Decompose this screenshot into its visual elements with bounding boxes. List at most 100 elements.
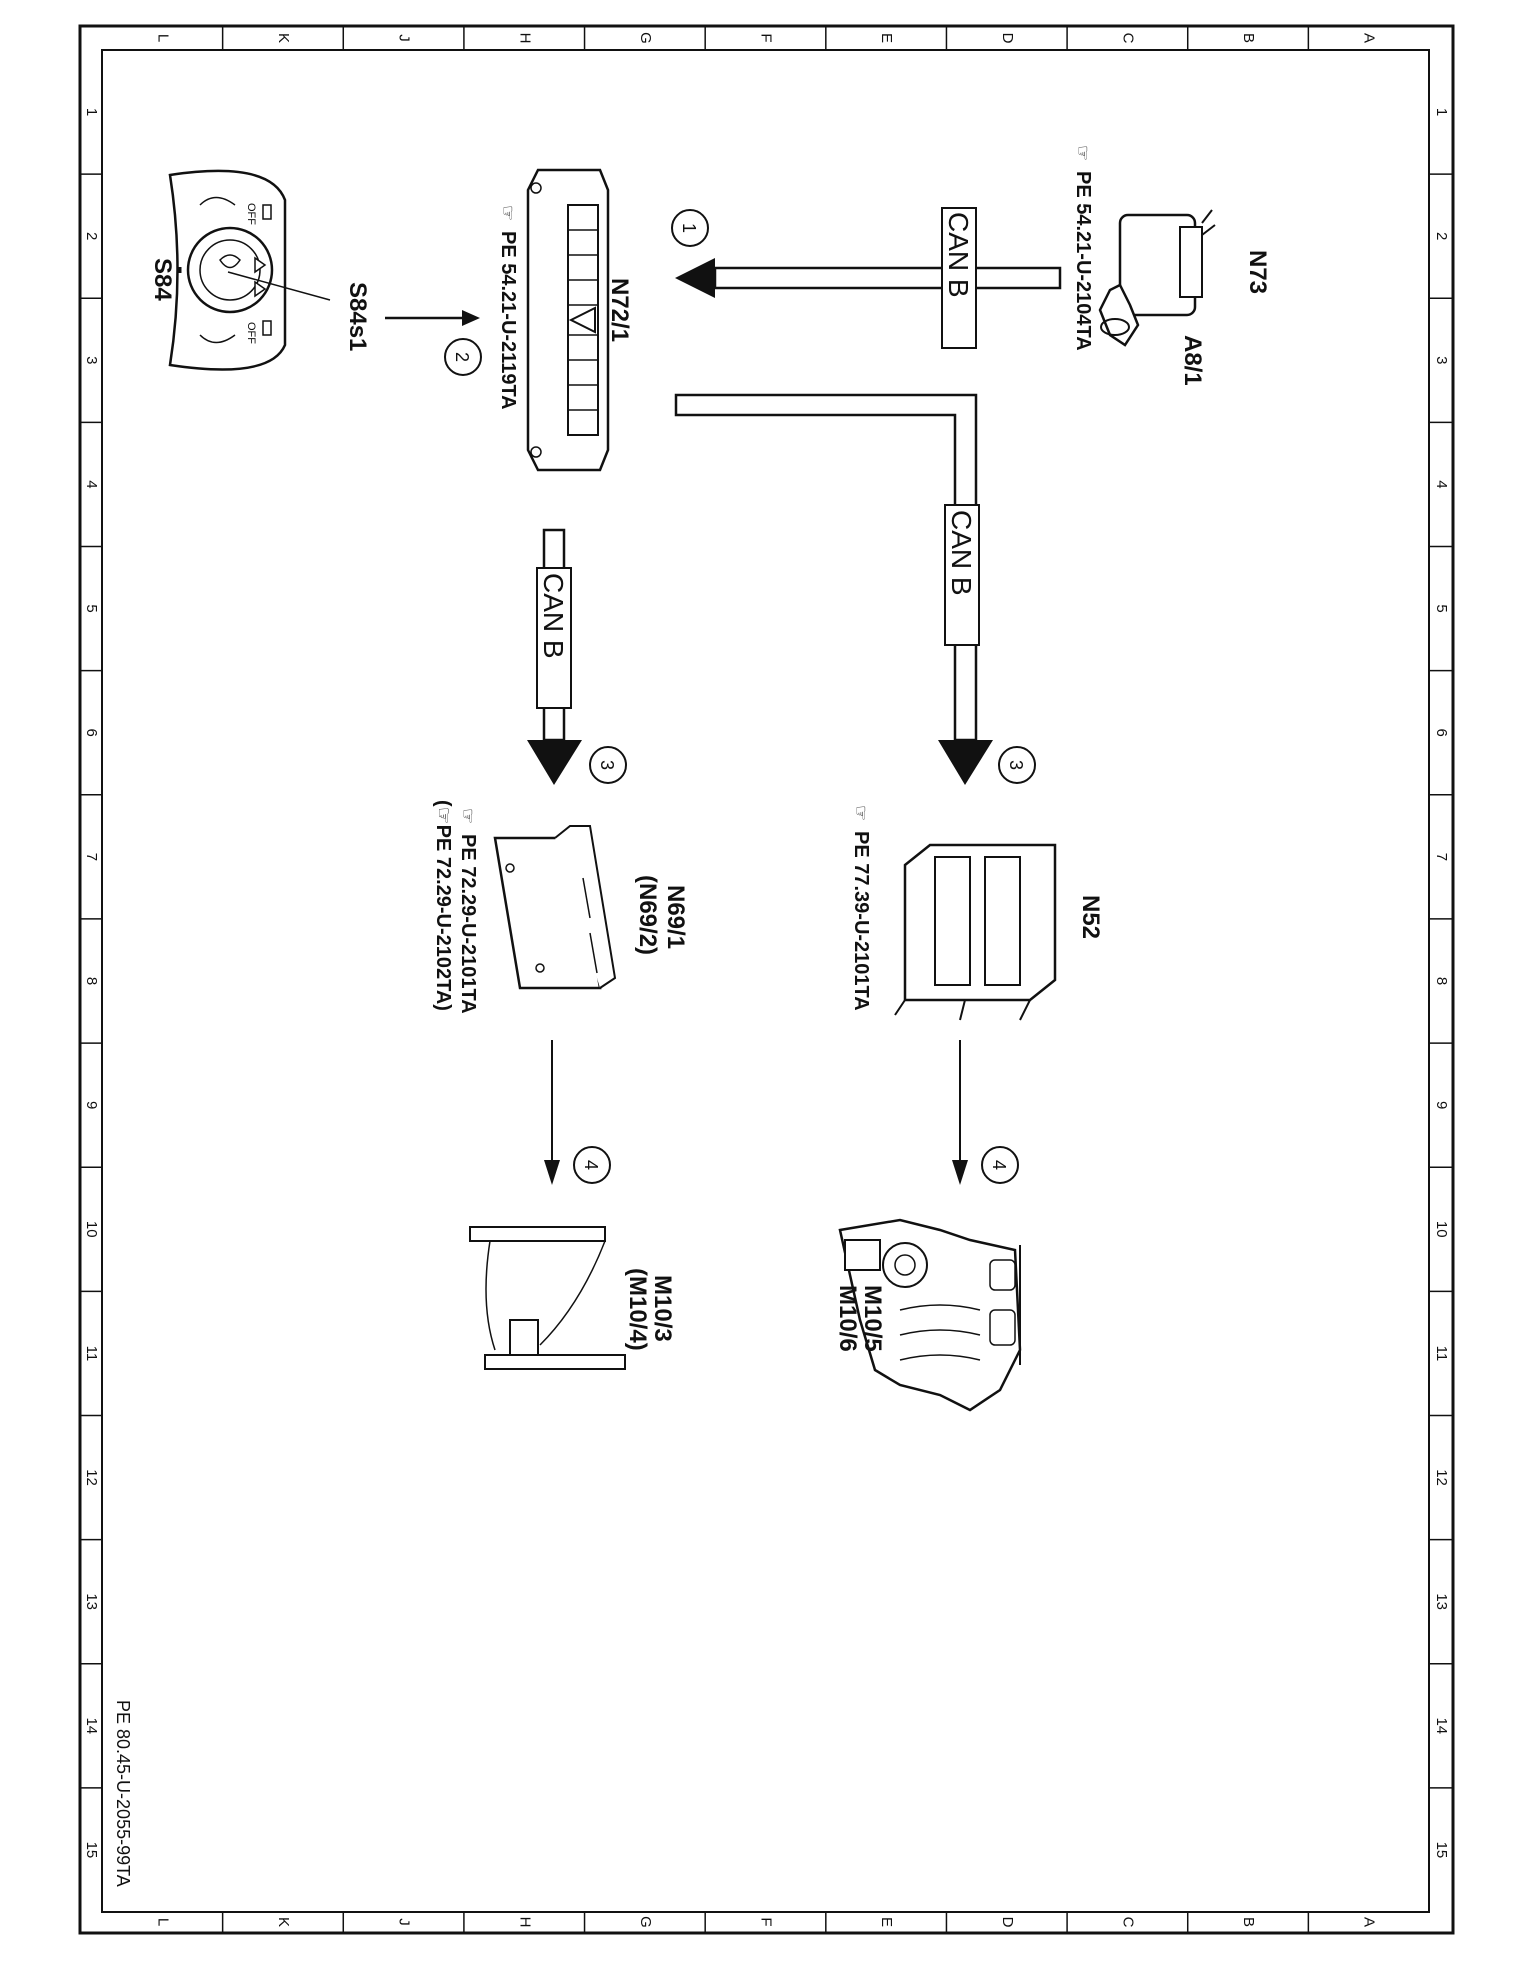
- row-number: 15: [83, 1842, 100, 1859]
- switch-dial-inner: [199, 239, 261, 301]
- blind-cable: [539, 1240, 606, 1346]
- pointing-hand-icon: ☞: [851, 805, 871, 821]
- step-badge-1: [671, 209, 709, 247]
- n52-housing: [903, 843, 1057, 1002]
- row-number: 7: [83, 853, 100, 861]
- triangle-down-icon: [254, 280, 267, 298]
- ignition-switch-back: [1179, 226, 1203, 298]
- row-number: 8: [83, 977, 100, 985]
- blind-rail-top: [469, 1226, 606, 1242]
- can-bus-trunk-1: [713, 266, 1062, 290]
- mount-hole-bottom: [530, 446, 542, 458]
- row-number: 6: [83, 729, 100, 737]
- can-b-label-box-1: [941, 207, 977, 349]
- m10-4-label: (M10/4): [624, 1268, 651, 1351]
- column-letter: E: [878, 1917, 895, 1927]
- row-number: 14: [1433, 1717, 1450, 1734]
- column-letter: H: [516, 33, 533, 44]
- column-letter: B: [1240, 33, 1257, 43]
- m10-3-roller-blind-motor: [469, 1226, 626, 1370]
- s84-label: S84: [149, 258, 176, 301]
- triangle-up-icon: [254, 256, 267, 274]
- can-b-label-box-2: [944, 504, 980, 646]
- can-b-label-box-3: [536, 567, 572, 709]
- step-number-4b: 4: [581, 1160, 601, 1170]
- n73-ignition-unit: [1098, 209, 1216, 347]
- pointing-hand-icon: ☞: [498, 205, 518, 221]
- n69-1-reference-2: (☞PE 72.29-U-2102TA): [432, 800, 454, 1011]
- indicator-top: [262, 204, 272, 220]
- column-letter: C: [1119, 1917, 1136, 1928]
- arrow-head-3b: [527, 740, 582, 785]
- row-number: 9: [83, 1101, 100, 1109]
- step-number-3b: 3: [597, 760, 617, 770]
- m10-3-label: M10/3: [649, 1275, 676, 1342]
- row-number: 5: [1433, 604, 1450, 612]
- column-letter: D: [999, 1917, 1016, 1928]
- column-letter: C: [1119, 33, 1136, 44]
- s84-roof-switch: [168, 169, 287, 371]
- s84s1-label: S84s1: [344, 282, 371, 351]
- row-number: 11: [1433, 1346, 1450, 1362]
- arrow-head-1: [675, 258, 715, 298]
- can-bus-line-3: CAN B: [527, 528, 582, 785]
- step-badge-4b: [573, 1146, 611, 1184]
- blind-motor-unit: [509, 1319, 539, 1356]
- column-letter: J: [396, 34, 413, 42]
- row-number: 10: [1433, 1221, 1450, 1238]
- row-number: 1: [1433, 108, 1450, 116]
- column-letter: B: [1240, 1917, 1257, 1927]
- row-number: 4: [1433, 480, 1450, 488]
- step-badge-4a: [981, 1146, 1019, 1184]
- m10-5-label: M10/5: [859, 1285, 886, 1352]
- step-number-3a: 3: [1006, 760, 1026, 770]
- row-number: 4: [83, 480, 100, 488]
- n52-label: N52: [1077, 895, 1104, 939]
- arrow-head-3a: [938, 740, 993, 785]
- n72-1-overhead-control-panel: [526, 168, 610, 472]
- off-label-bottom: OFF: [245, 322, 257, 344]
- n52-rail-2: [984, 856, 1021, 986]
- n69-2-label: (N69/2): [634, 875, 661, 955]
- row-number: 3: [1433, 356, 1450, 364]
- column-letter: E: [878, 33, 895, 43]
- row-number: 7: [1433, 853, 1450, 861]
- column-letter: F: [758, 33, 775, 42]
- m10-6-label: M10/6: [834, 1285, 861, 1352]
- row-number: 3: [83, 356, 100, 364]
- car-outline-top-icon: [199, 196, 236, 206]
- row-number: 6: [1433, 729, 1450, 737]
- indicator-bottom: [262, 320, 272, 336]
- row-number: 10: [83, 1221, 100, 1238]
- row-number: 14: [83, 1717, 100, 1734]
- n73-label: N73: [1244, 250, 1271, 294]
- can-b-label-1: CAN B: [943, 212, 974, 298]
- n72-1-label: N72/1: [606, 278, 633, 342]
- row-number: 12: [1433, 1469, 1450, 1486]
- row-number: 13: [1433, 1593, 1450, 1610]
- arrow-head-2: [462, 310, 480, 326]
- blind-cable-2: [485, 1240, 496, 1351]
- row-number: 2: [83, 232, 100, 240]
- row-number: 5: [83, 604, 100, 612]
- key-head: [1100, 318, 1130, 336]
- motor-unit: [844, 1239, 881, 1271]
- n69-1-control-module: [493, 825, 617, 990]
- column-letter: L: [154, 34, 171, 42]
- can-b-label-2: CAN B: [946, 510, 977, 596]
- column-letter: J: [396, 1918, 413, 1926]
- row-number: 8: [1433, 977, 1450, 985]
- step-badge-3a: [998, 746, 1036, 784]
- row-number: 11: [83, 1346, 100, 1362]
- arrow-head-4a: [952, 1160, 968, 1185]
- can-bus-line-2: CAN B: [674, 393, 993, 785]
- can-bus-line-1: CAN B: [675, 207, 1062, 349]
- row-number: 15: [1433, 1842, 1450, 1859]
- row-number: 13: [83, 1593, 100, 1610]
- a8-1-reference: PE 54.21-U-2104TA: [1072, 171, 1094, 351]
- car-outline-bottom-icon: [199, 334, 236, 344]
- pointing-hand-icon: ☞: [458, 808, 478, 824]
- motor-gear-icon: [882, 1242, 928, 1288]
